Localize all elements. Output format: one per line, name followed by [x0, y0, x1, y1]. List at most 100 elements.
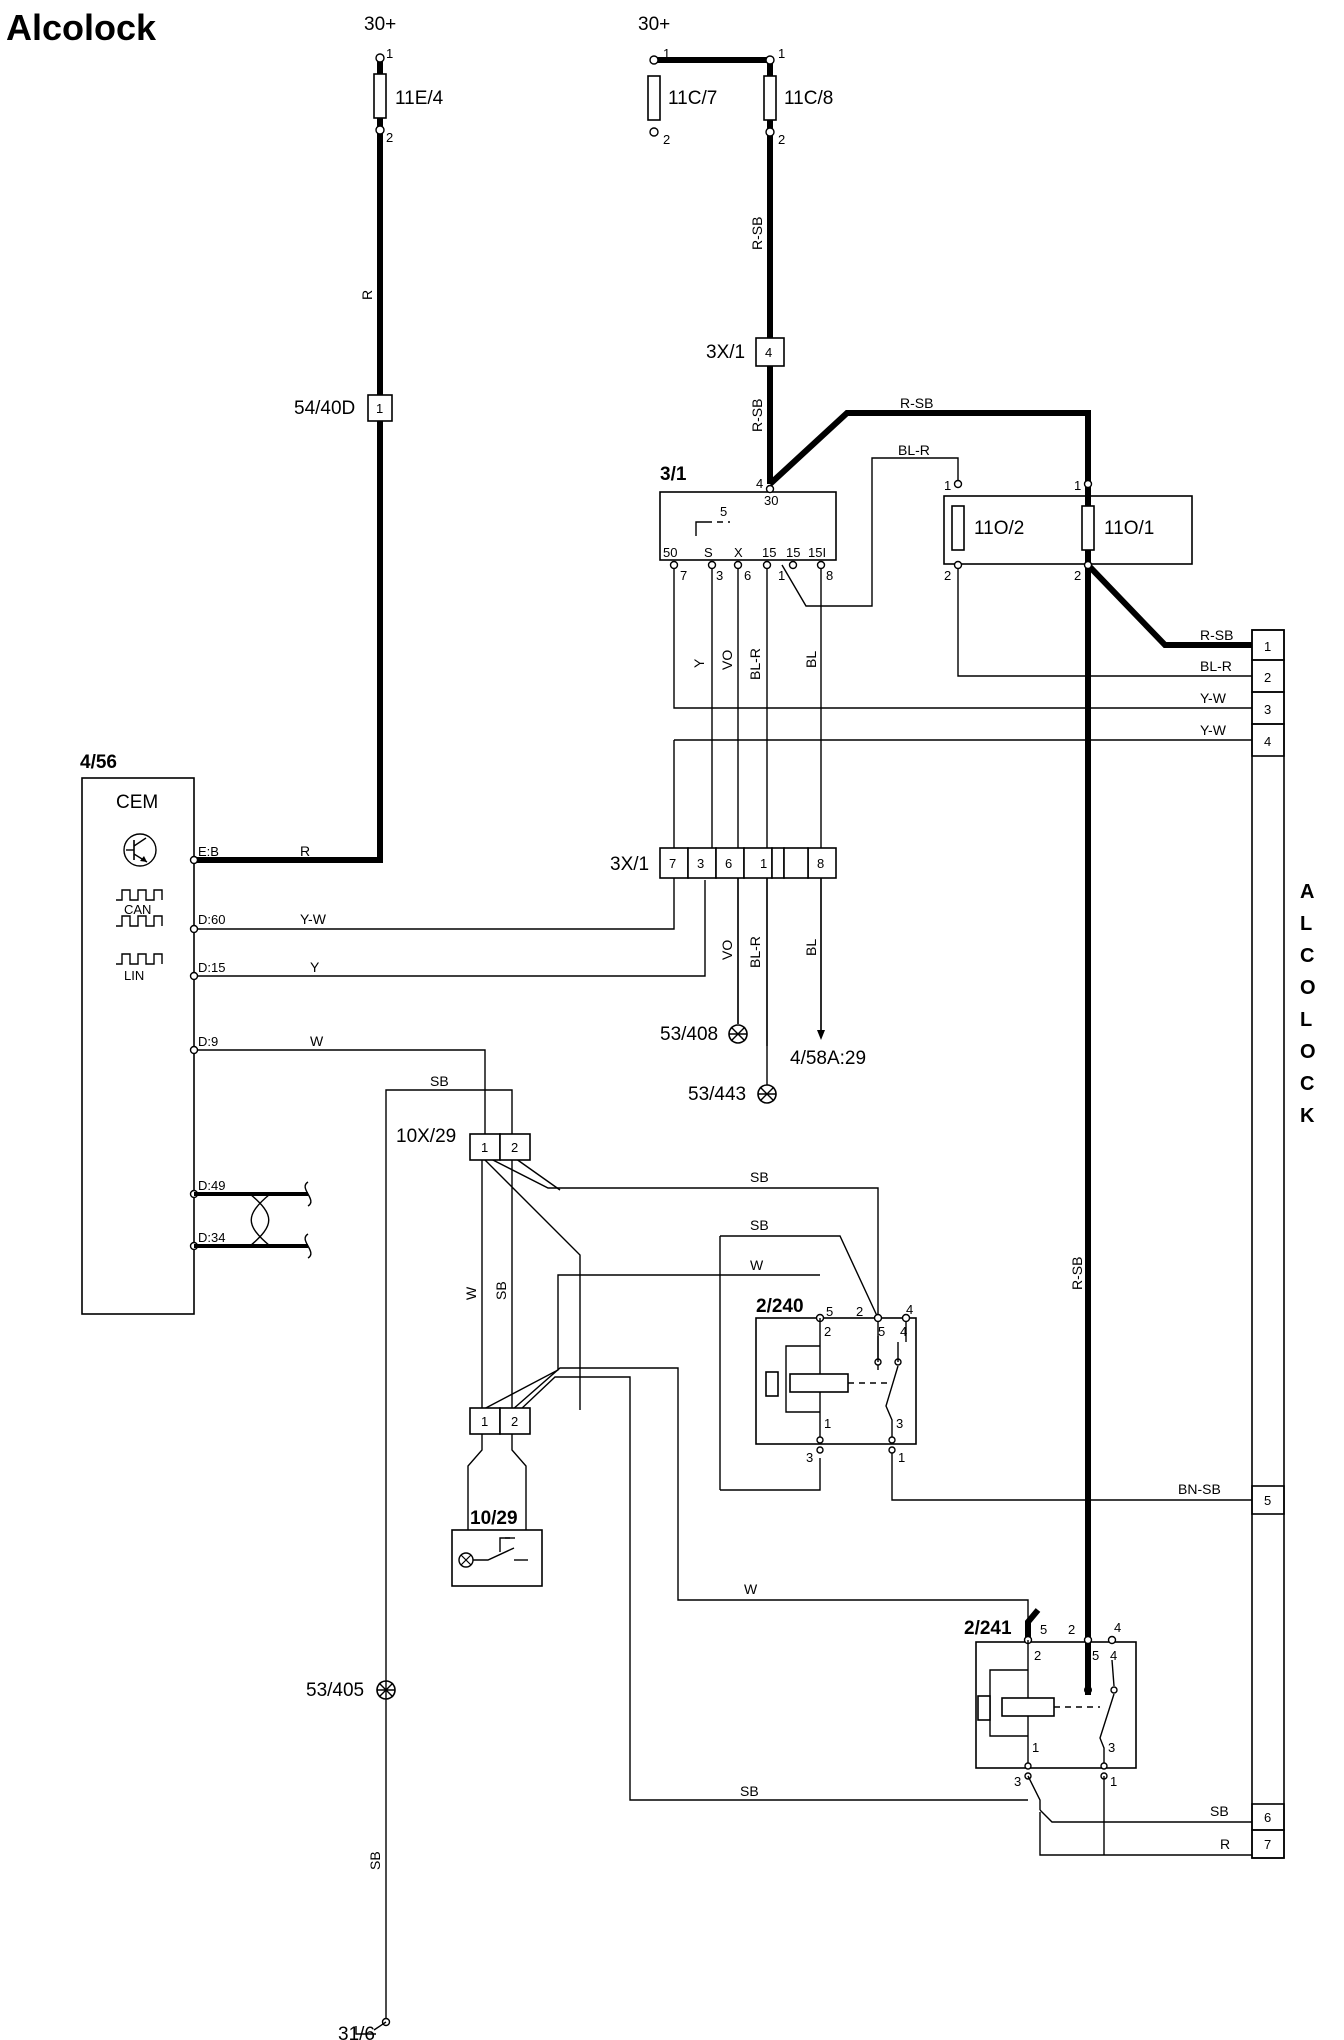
- ground-31-6: 31/6: [338, 2017, 391, 2040]
- wire-label-rsb-al1: R-SB: [1200, 627, 1233, 643]
- ignition-switch-ref: 3/1: [660, 464, 687, 485]
- supply-right-label: 30+: [638, 14, 670, 35]
- wire-label-r-vertical: R: [359, 290, 375, 300]
- svg-text:1: 1: [376, 401, 383, 416]
- svg-text:2: 2: [944, 568, 951, 583]
- supply-left-label: 30+: [364, 14, 396, 35]
- svg-text:1: 1: [824, 1416, 831, 1431]
- wire-label-rsb-lower: R-SB: [749, 399, 765, 432]
- alcolock-letter-k: K: [1300, 1105, 1315, 1127]
- wire-label-blr-lower: BL-R: [747, 936, 763, 968]
- connector-3x1-top: 4 3X/1: [706, 337, 785, 367]
- wire-label-vo: VO: [719, 650, 735, 670]
- wire-label-yw-al3: Y-W: [1200, 690, 1227, 706]
- svg-text:LIN: LIN: [124, 968, 144, 983]
- svg-text:2: 2: [1068, 1622, 1075, 1637]
- wire-label-rsb-upper: R-SB: [749, 217, 765, 250]
- wire-label-bnsb: BN-SB: [1178, 1481, 1221, 1497]
- svg-text:5: 5: [720, 504, 727, 519]
- wire-label-w-cem: W: [310, 1033, 324, 1049]
- fuse-11c8: 1 2 11C/8: [763, 46, 833, 147]
- svg-text:5: 5: [1040, 1622, 1047, 1637]
- svg-text:4: 4: [765, 345, 772, 360]
- twisted-pair: [194, 1181, 312, 1259]
- ground-53-405: 53/405: [306, 1680, 396, 1701]
- wire-label-rsb-vert-long: R-SB: [1069, 1257, 1085, 1290]
- alcolock-letter-a: A: [1300, 881, 1314, 903]
- svg-text:3: 3: [697, 856, 704, 871]
- cem-pin-d60: D:60: [198, 912, 225, 927]
- svg-text:1: 1: [944, 478, 951, 493]
- svg-text:3: 3: [716, 568, 723, 583]
- svg-text:15: 15: [762, 545, 776, 560]
- wire-label-sb-r2: SB: [750, 1217, 769, 1233]
- svg-text:2: 2: [386, 130, 393, 145]
- wire-label-r-cem: R: [300, 843, 310, 859]
- svg-text:2: 2: [824, 1324, 831, 1339]
- can-bus-icon: CAN: [116, 889, 163, 927]
- cem-module: 4/56 CEM CAN LIN E:B D:60 D:15 D:9 D: [80, 752, 225, 1315]
- diagram-title: Alcolock: [6, 7, 157, 48]
- svg-text:1: 1: [1074, 478, 1081, 493]
- fuse-11e4: 1 2 11E/4 30+: [364, 14, 444, 145]
- svg-text:1: 1: [760, 856, 767, 871]
- cem-pin-d15: D:15: [198, 960, 225, 975]
- svg-text:6: 6: [744, 568, 751, 583]
- wire-label-sb-top: SB: [430, 1073, 449, 1089]
- wire-label-blr-top: BL-R: [898, 442, 930, 458]
- fuse-box-11o: 1 1 2 2 11O/2 11O/1: [943, 478, 1193, 583]
- cem-pin-d49: D:49: [198, 1178, 225, 1193]
- svg-text:5: 5: [826, 1304, 833, 1319]
- svg-text:5: 5: [878, 1324, 885, 1339]
- wire-label-r-al7: R: [1220, 1836, 1230, 1852]
- cem-name: CEM: [116, 792, 158, 813]
- svg-text:1: 1: [778, 568, 785, 583]
- svg-text:3: 3: [1108, 1740, 1115, 1755]
- svg-text:3X/1: 3X/1: [706, 342, 745, 363]
- svg-text:15: 15: [786, 545, 800, 560]
- transistor-icon: [123, 833, 157, 867]
- svg-text:15I: 15I: [808, 545, 826, 560]
- wire-label-y-cem: Y: [310, 959, 320, 975]
- wire-label-rsb-horizontal: R-SB: [900, 395, 933, 411]
- wire-label-yw-al4: Y-W: [1200, 722, 1227, 738]
- fuse-11o1-label: 11O/1: [1104, 518, 1154, 539]
- svg-text:8: 8: [817, 856, 824, 871]
- connector-54-40d: 1 54/40D: [294, 394, 393, 422]
- svg-text:1: 1: [1032, 1740, 1039, 1755]
- fuse-11c7: 1 2 11C/7 30+: [638, 14, 717, 147]
- svg-text:4: 4: [900, 1324, 907, 1339]
- wire-label-w-lower: W: [744, 1581, 758, 1597]
- svg-text:1: 1: [1264, 639, 1271, 654]
- svg-text:3: 3: [896, 1416, 903, 1431]
- fuse-11e4-label: 11E/4: [395, 88, 444, 109]
- wire-label-sb-bottom: SB: [740, 1783, 759, 1799]
- wire-label-bl-lower: BL: [803, 939, 819, 956]
- ground-53-443: 53/443: [688, 1084, 777, 1105]
- svg-text:2: 2: [511, 1140, 518, 1155]
- wire-label-w-r: W: [750, 1257, 764, 1273]
- wire-label-sb-vert: SB: [493, 1281, 509, 1300]
- alcolock-letter-c: C: [1300, 945, 1314, 967]
- ignition-switch-3-1: 3/1 5 4 30 50 S X 15 15 15I 7 3 6 1 8: [659, 464, 837, 583]
- alcolock-letter-l: L: [1300, 913, 1312, 935]
- svg-text:S: S: [704, 545, 713, 560]
- svg-text:5: 5: [1092, 1648, 1099, 1663]
- svg-text:2: 2: [856, 1304, 863, 1319]
- svg-text:53/408: 53/408: [660, 1024, 718, 1045]
- connector-lower-1-2: 1 2: [469, 1407, 531, 1435]
- svg-text:1: 1: [898, 1450, 905, 1465]
- svg-text:3: 3: [1264, 702, 1271, 717]
- lin-bus-icon: LIN: [116, 953, 163, 983]
- svg-text:8: 8: [826, 568, 833, 583]
- ref-4-58a-29: 4/58A:29: [790, 1048, 866, 1069]
- svg-text:7: 7: [680, 568, 687, 583]
- svg-text:4: 4: [1110, 1648, 1117, 1663]
- wire-label-y: Y: [691, 658, 707, 668]
- svg-text:3X/1: 3X/1: [610, 854, 649, 875]
- svg-text:2: 2: [1074, 568, 1081, 583]
- alcolock-module: 1 2 3 4 5 6 7 A L C O L O C K: [1251, 629, 1316, 1859]
- alcolock-letter-c2: C: [1300, 1073, 1314, 1095]
- connector-10x29: 10X/29 1 2: [396, 1126, 531, 1161]
